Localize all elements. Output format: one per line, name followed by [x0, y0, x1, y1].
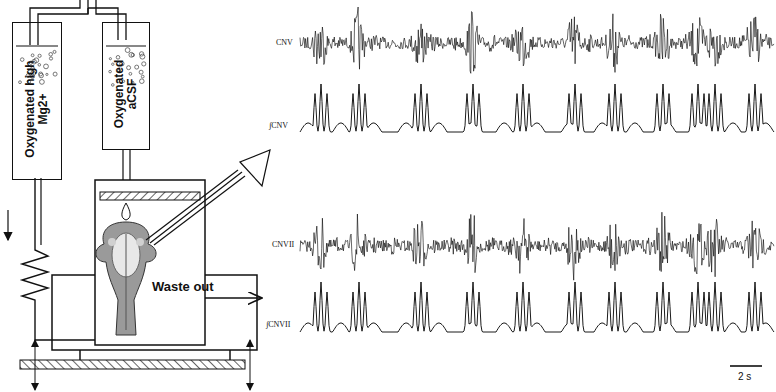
coil-tube: [22, 178, 95, 340]
reservoir-label: Oxygenated aCSF: [113, 48, 139, 140]
trace-name: ∫CNV: [269, 122, 288, 130]
scale-label: 2 s: [738, 372, 751, 382]
trace-name: CNVII: [272, 241, 294, 249]
trace-name: CNV: [276, 39, 293, 47]
nerve-traces: [300, 7, 774, 332]
base-plate: [20, 360, 245, 369]
liquid-level: [16, 46, 58, 47]
reservoir-box: Oxygenated aCSF: [102, 22, 150, 150]
reservoir-label: Oxygenated high Mg2+: [24, 48, 50, 170]
waste-arrow: [205, 297, 262, 298]
suction-electrode: [146, 150, 270, 245]
trace-name: ∫CNVII: [266, 321, 290, 329]
scale-bar: [730, 365, 762, 367]
flow-arrow: [7, 210, 8, 240]
reservoir-box: Oxygenated high Mg2+: [12, 22, 62, 180]
recording-chamber: [95, 180, 205, 345]
flow-label: Waste out: [152, 280, 214, 293]
adjust-arrow: [250, 340, 251, 390]
adjust-arrow: [35, 340, 36, 390]
liquid-level: [106, 46, 146, 47]
